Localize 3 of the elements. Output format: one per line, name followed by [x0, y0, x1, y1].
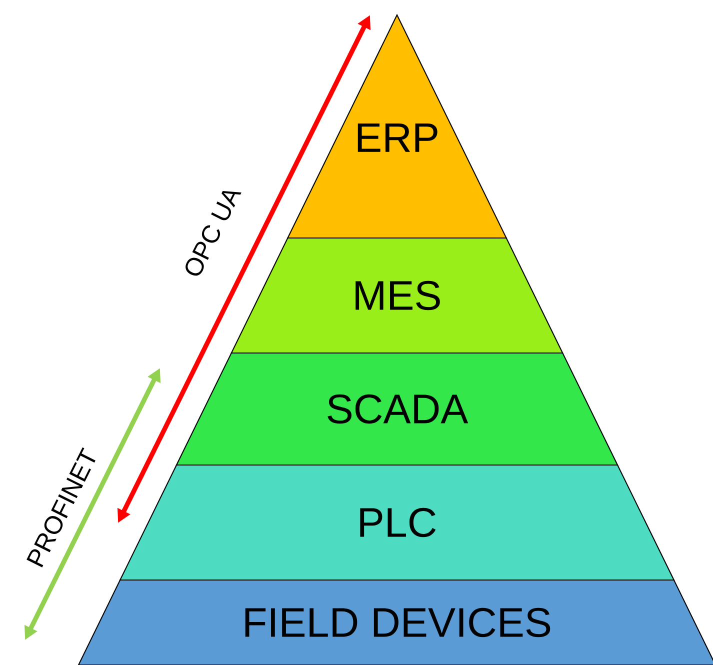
- pyramid-level: SCADA: [176, 352, 618, 466]
- pyramid-level: MES: [230, 237, 564, 354]
- pyramid-level: FIELD DEVICES: [78, 579, 713, 665]
